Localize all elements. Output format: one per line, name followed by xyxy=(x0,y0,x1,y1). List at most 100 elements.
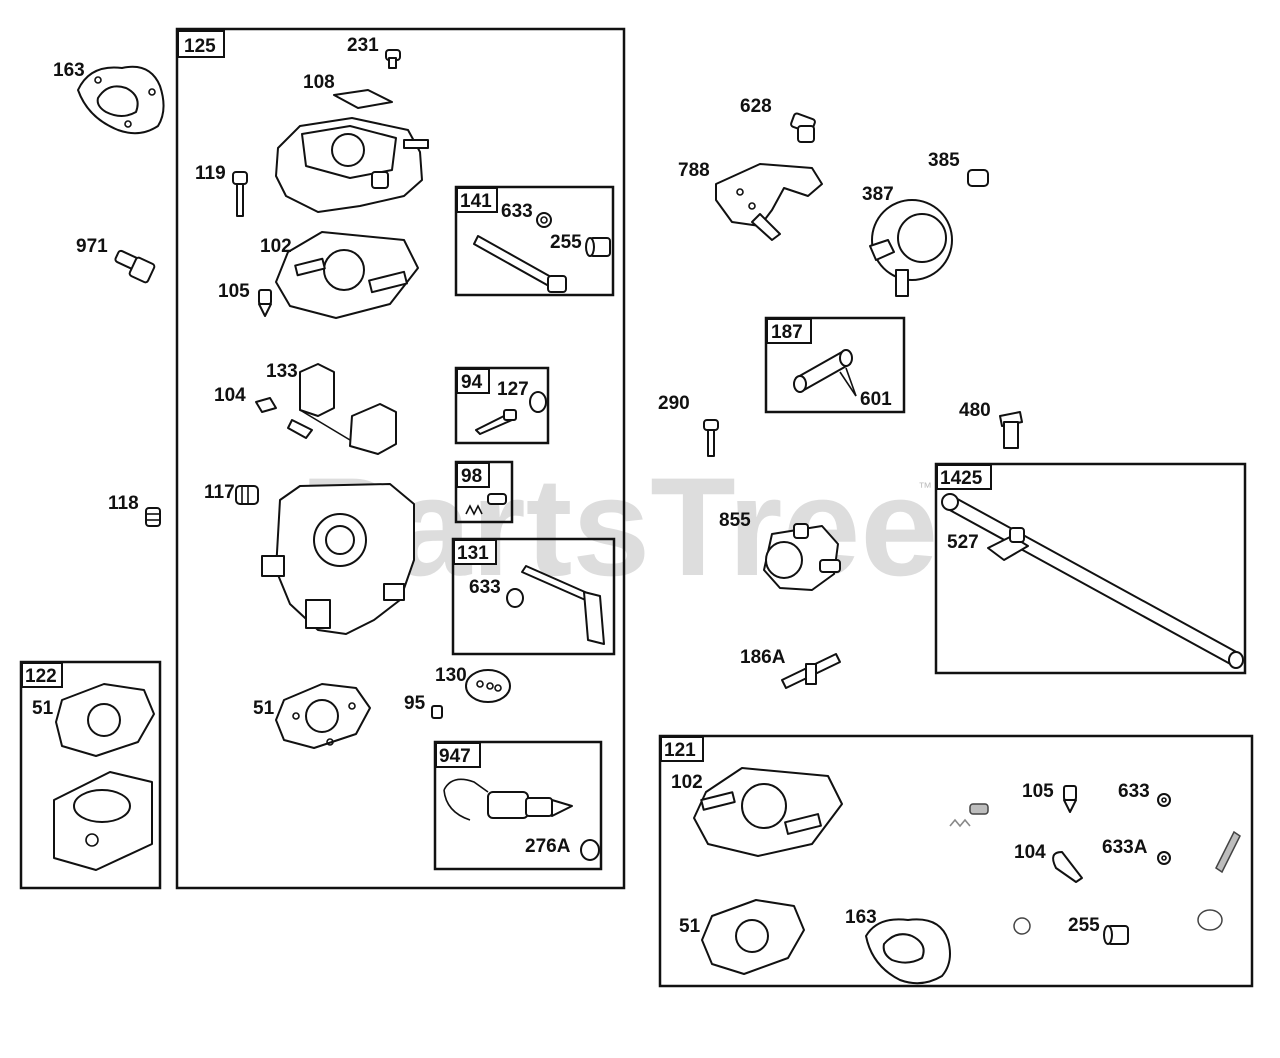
callout-117: 117 xyxy=(204,482,235,503)
callout-130: 130 xyxy=(435,665,467,686)
needle-121-drawing xyxy=(1215,830,1241,874)
callout-104-b: 104 xyxy=(1014,842,1046,863)
group-label-122: 122 xyxy=(25,666,57,687)
gasket-122-drawing xyxy=(55,683,155,757)
clip-527-drawing xyxy=(987,527,1029,561)
callout-480: 480 xyxy=(959,400,991,421)
group-label-121: 121 xyxy=(664,740,696,761)
callout-133: 133 xyxy=(266,361,298,382)
callout-527: 527 xyxy=(947,532,979,553)
callout-95: 95 xyxy=(404,693,426,714)
callout-118: 118 xyxy=(108,493,139,514)
seal-633-drawing xyxy=(536,212,552,228)
callout-628: 628 xyxy=(740,96,772,117)
gasket-102-b-drawing xyxy=(693,767,843,857)
callout-855: 855 xyxy=(719,510,751,531)
gasket-163-b-drawing xyxy=(865,918,951,985)
bolt-628-drawing xyxy=(790,112,816,143)
solenoid-947-drawing xyxy=(443,778,573,821)
o-ring-127-drawing xyxy=(529,391,547,413)
spring-screw-121-drawing xyxy=(949,803,989,828)
gasket-163-drawing xyxy=(77,65,165,135)
callout-290: 290 xyxy=(658,393,690,414)
callout-255: 255 xyxy=(550,232,582,253)
callout-633A: 633A xyxy=(1102,837,1148,858)
group-frame-122 xyxy=(19,660,162,890)
float-133-drawing xyxy=(287,363,397,455)
clamp-121-drawing xyxy=(1197,909,1223,931)
gasket-102-drawing xyxy=(275,231,419,319)
callout-186A: 186A xyxy=(740,647,786,668)
fuel-pump-387-drawing xyxy=(869,199,953,297)
gasket-51-drawing xyxy=(275,683,371,749)
callout-105: 105 xyxy=(218,281,250,302)
needle-94-drawing xyxy=(475,409,517,435)
group-frame-125 xyxy=(175,27,626,890)
callout-105-b: 105 xyxy=(1022,781,1054,802)
seal-633A-drawing xyxy=(1157,851,1171,865)
bushing-255-b-drawing xyxy=(1103,925,1129,945)
callout-633-c: 633 xyxy=(1118,781,1150,802)
group-frame-94 xyxy=(454,366,550,445)
group-label-947: 947 xyxy=(439,746,471,767)
bushing-255-drawing xyxy=(585,237,611,257)
bolt-971-drawing xyxy=(114,249,156,284)
callout-163: 163 xyxy=(53,60,85,81)
screw-290-drawing xyxy=(703,419,719,457)
callout-51: 51 xyxy=(253,698,275,719)
callout-387: 387 xyxy=(862,184,894,205)
tube-1425-drawing xyxy=(941,493,1244,669)
screw-385-drawing xyxy=(967,169,989,187)
callout-385: 385 xyxy=(928,150,960,171)
gasket-51-b-drawing xyxy=(701,899,805,975)
shaft-131-drawing xyxy=(521,565,605,645)
bolt-480-drawing xyxy=(999,411,1023,449)
callout-633-b: 633 xyxy=(469,577,501,598)
fitting-855-drawing xyxy=(763,523,841,591)
screw-119-drawing xyxy=(232,171,248,217)
screw-95-drawing xyxy=(431,705,443,719)
callout-633: 633 xyxy=(501,201,533,222)
callout-108: 108 xyxy=(303,72,335,93)
callout-276A: 276A xyxy=(525,836,571,857)
carburetor-cover-drawing xyxy=(275,117,429,213)
watermark-trademark: ™ xyxy=(918,479,932,495)
callout-51-b: 51 xyxy=(32,698,54,719)
group-frame-131 xyxy=(451,537,616,656)
fitting-118-drawing xyxy=(145,507,161,527)
group-label-141: 141 xyxy=(460,191,492,212)
hose-187-drawing xyxy=(793,349,857,397)
screw-231-drawing xyxy=(385,49,401,69)
callout-102-b: 102 xyxy=(671,772,703,793)
pin-104-drawing xyxy=(255,397,277,413)
callout-104: 104 xyxy=(214,385,246,406)
seal-633-b-drawing xyxy=(506,588,524,608)
fitting-117-drawing xyxy=(235,485,259,505)
callout-788: 788 xyxy=(678,160,710,181)
spacer-122-drawing xyxy=(53,771,153,871)
callout-231: 231 xyxy=(347,35,379,56)
group-label-94: 94 xyxy=(461,372,483,393)
plate-108-drawing xyxy=(333,89,393,109)
tee-186A-drawing xyxy=(781,653,841,689)
needle-105-b-drawing xyxy=(1063,785,1077,813)
throttle-plate-130-drawing xyxy=(465,669,511,703)
pin-104-b-drawing xyxy=(1052,851,1083,883)
group-label-131: 131 xyxy=(457,543,489,564)
callout-127: 127 xyxy=(497,379,529,400)
callout-255-b: 255 xyxy=(1068,915,1100,936)
callout-971: 971 xyxy=(76,236,108,257)
carburetor-body-drawing xyxy=(261,483,415,635)
group-frame-121 xyxy=(658,734,1254,988)
washer-276A-drawing xyxy=(580,839,600,861)
group-frame-187 xyxy=(764,316,906,414)
shaft-141-drawing xyxy=(473,235,567,293)
group-frame-141 xyxy=(454,185,615,297)
group-label-98: 98 xyxy=(461,466,482,487)
callout-51-c: 51 xyxy=(679,916,701,937)
seal-633-c-drawing xyxy=(1157,793,1171,807)
callout-119: 119 xyxy=(195,163,226,184)
group-frame-947 xyxy=(433,740,603,871)
